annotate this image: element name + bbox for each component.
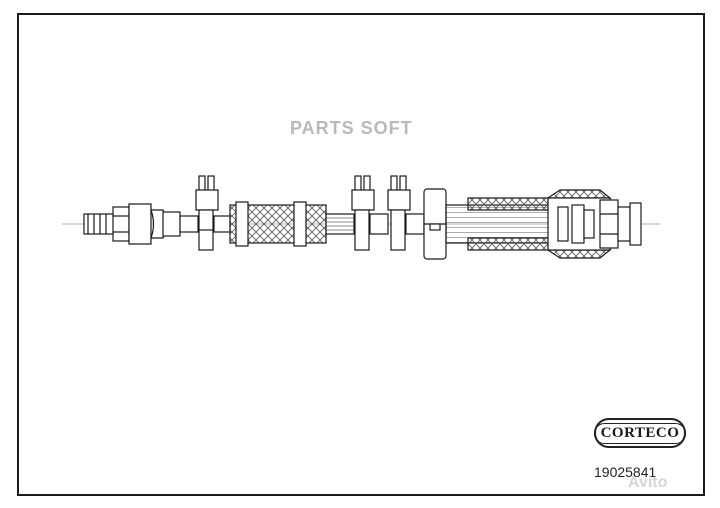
brand-logo-text: CORTECO [593,422,687,444]
part-number: 19025841 [594,464,657,480]
grommet-ring [423,188,447,260]
left-fitting [83,203,199,245]
right-fitting [547,197,642,251]
bracket-3 [387,175,411,251]
hose-sleeve [229,201,327,247]
ribbed-hose [325,213,355,235]
left-hex-nut [112,206,130,242]
bracket-2 [351,175,375,251]
overlay-watermark: Avito [628,474,668,491]
left-collar [128,203,152,245]
brand-logo: CORTECO [593,418,687,448]
watermark-text: PARTS SOFT [290,118,413,138]
bracket-1 [195,175,219,251]
drawing-frame [17,13,705,496]
hose-body [445,189,612,259]
